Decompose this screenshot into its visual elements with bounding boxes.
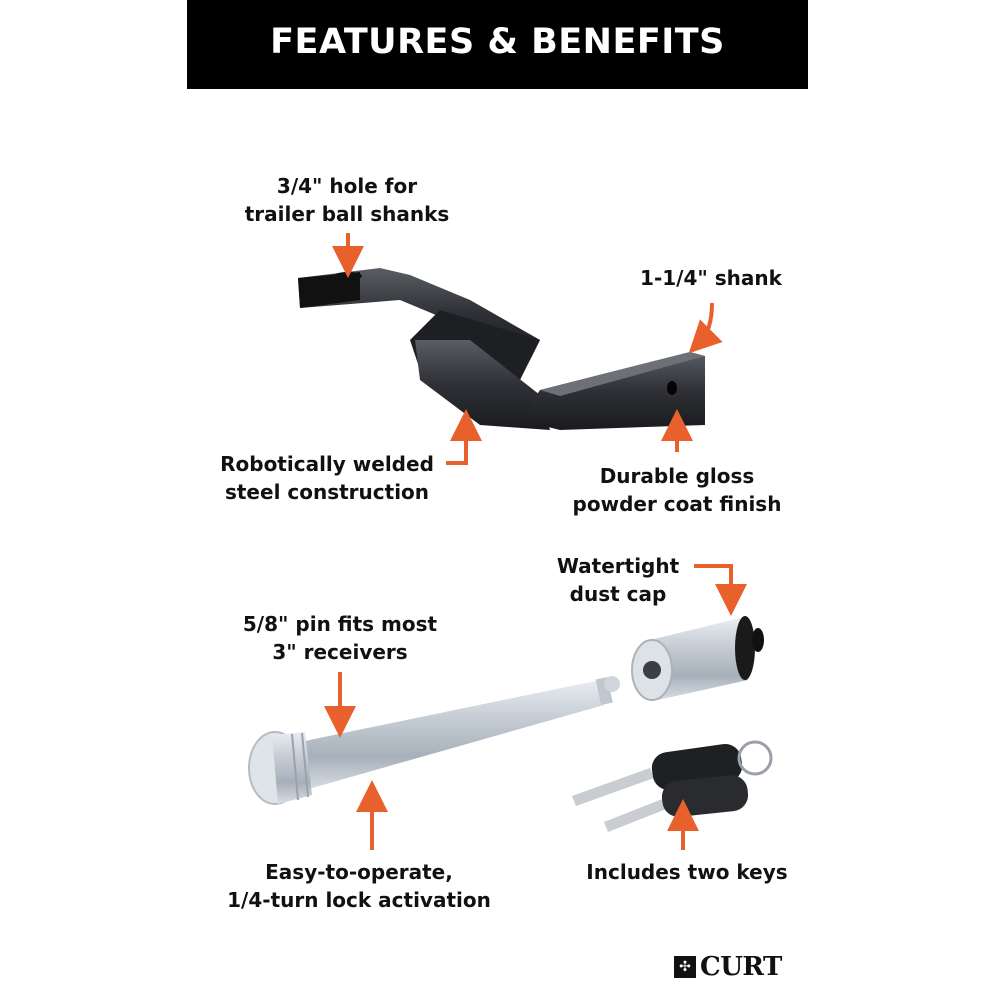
arrow-welded-icon — [446, 409, 482, 465]
header-banner: FEATURES & BENEFITS — [187, 0, 808, 89]
lock-barrel-image — [631, 616, 764, 701]
arrow-dust-cap-icon — [694, 564, 747, 616]
callout-keys: Includes two keys — [586, 860, 788, 884]
curt-emblem-icon: ✣ — [674, 956, 696, 978]
brand-logo: ✣ CURT — [674, 952, 782, 982]
brand-name: CURT — [700, 952, 782, 982]
callout-dust-cap: Watertight dust cap — [556, 554, 680, 606]
ball-mount-image — [298, 268, 705, 430]
arrow-shank-icon — [688, 302, 723, 354]
callout-finish: Durable gloss powder coat finish — [572, 464, 782, 516]
callout-pin: 5/8" pin fits most 3" receivers — [242, 612, 438, 664]
callout-arrows — [324, 233, 747, 850]
callout-lock: Easy-to-operate, 1/4-turn lock activatio… — [227, 860, 491, 912]
keys-image — [572, 740, 773, 832]
page-title: FEATURES & BENEFITS — [270, 22, 725, 62]
callout-hole: 3/4" hole for trailer ball shanks — [244, 174, 450, 226]
hitch-pin-image — [248, 676, 620, 805]
callout-welded: Robotically welded steel construction — [220, 452, 434, 504]
callout-shank: 1-1/4" shank — [640, 266, 782, 290]
